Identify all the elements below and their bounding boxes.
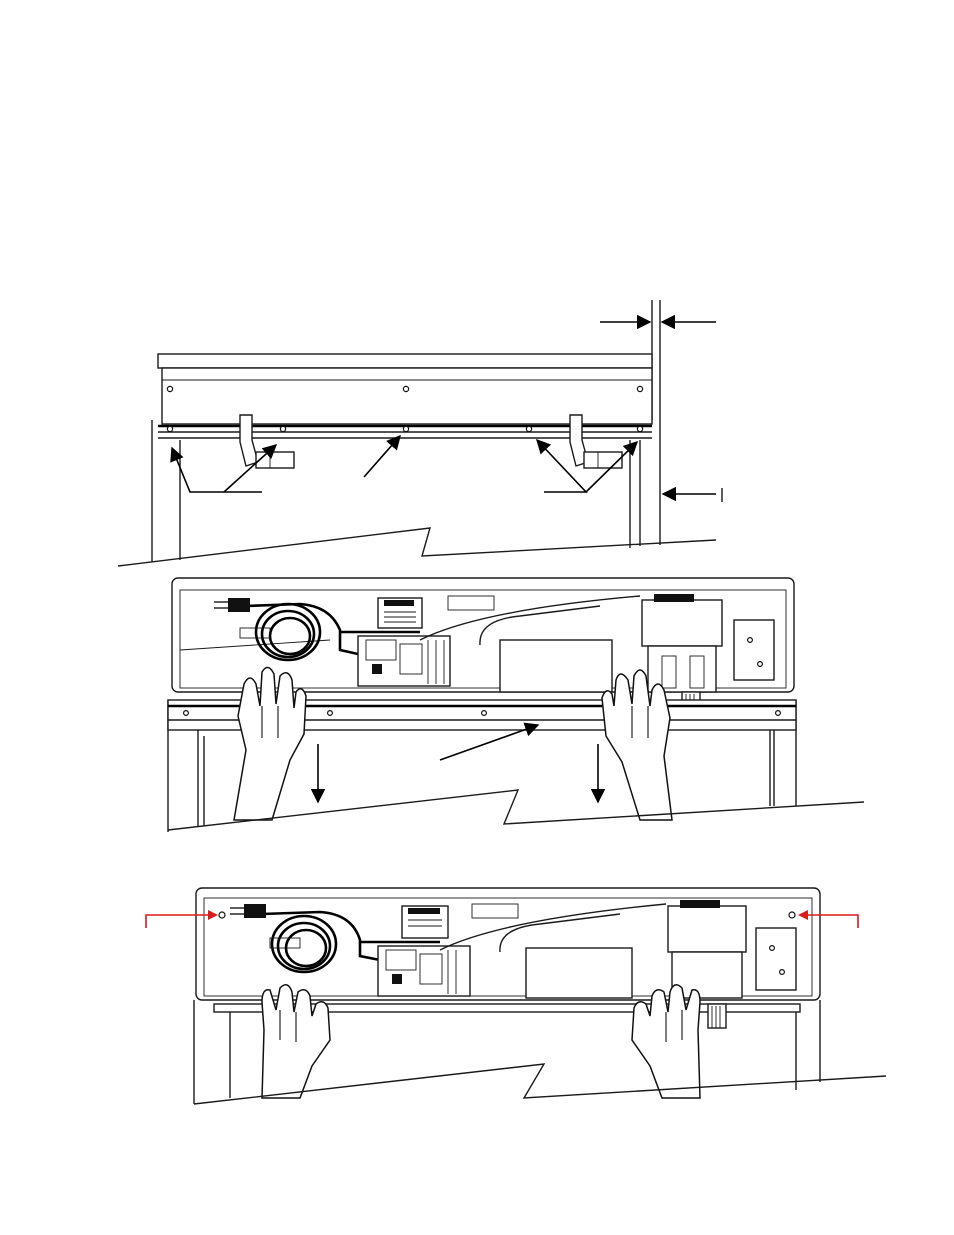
down-arrow-icon [318, 744, 598, 802]
header-channel [158, 354, 652, 368]
control-module [378, 598, 422, 628]
control-module [402, 906, 448, 938]
junction-box [756, 928, 796, 990]
control-board [378, 946, 470, 996]
hand-icon-left [262, 985, 330, 1098]
top-panel [118, 300, 722, 566]
middle-panel [168, 578, 864, 832]
control-board [358, 636, 450, 686]
junction-box [734, 620, 774, 680]
hand-icon-right [632, 985, 700, 1098]
bottom-panel [146, 888, 886, 1104]
